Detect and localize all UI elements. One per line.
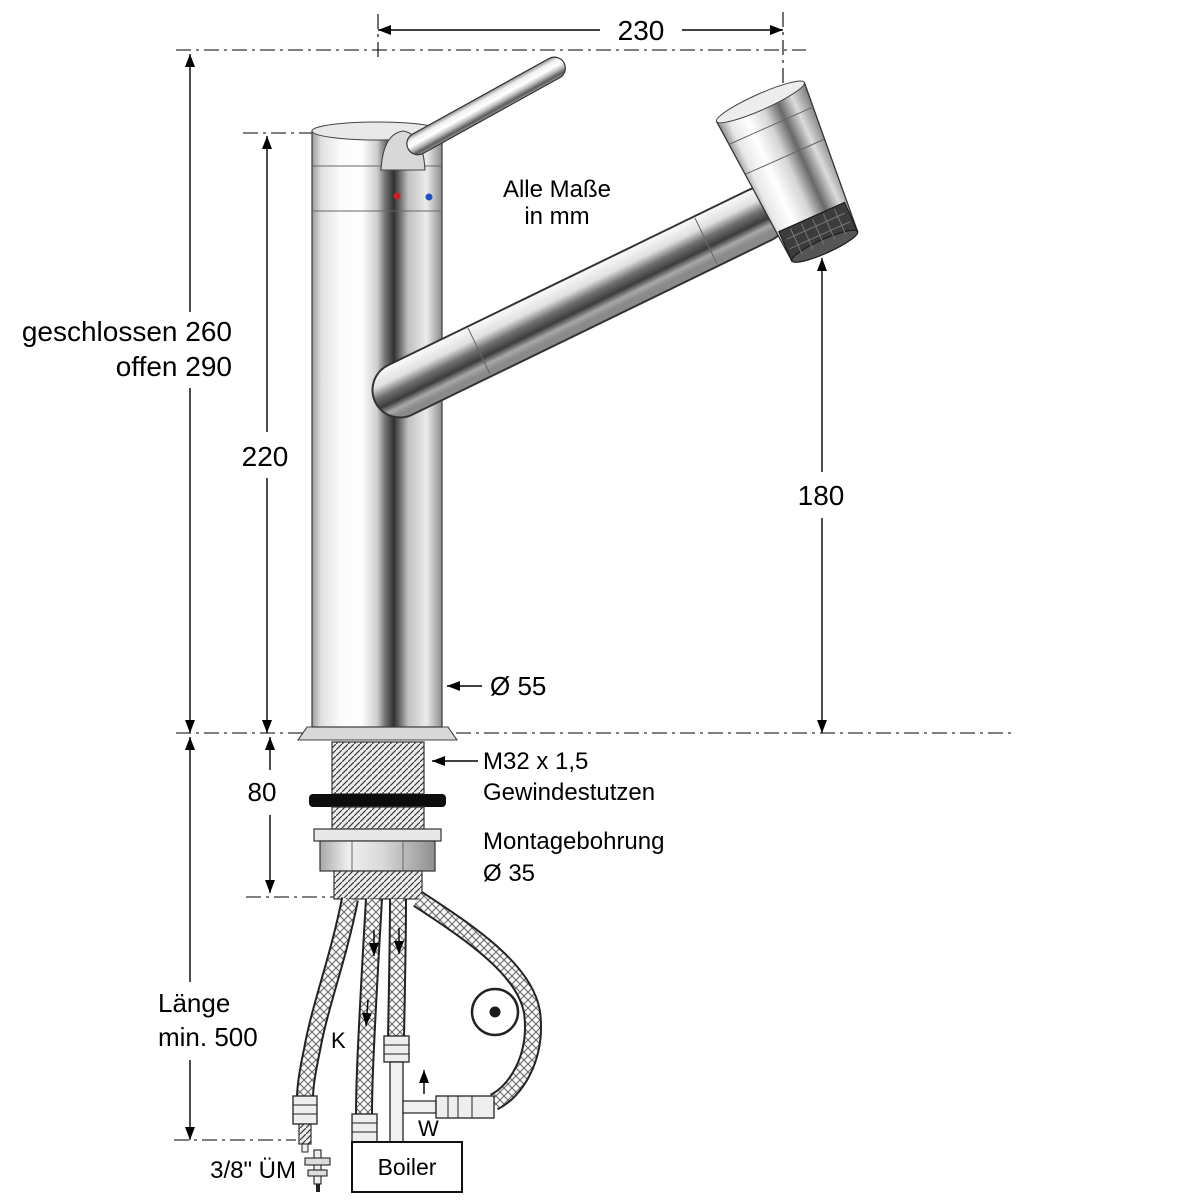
warm-label: W — [418, 1116, 439, 1141]
dimension-220: 220 — [242, 136, 289, 733]
hole-label-line2: Ø 35 — [483, 860, 535, 887]
hose-cold-to-boiler — [355, 898, 383, 1117]
dim-dia55-label: Ø 55 — [490, 671, 546, 701]
base-flange — [296, 726, 459, 741]
annotation-mounting-hole: Montagebohrung Ø 35 — [483, 828, 664, 887]
fitting-size-label: 3/8" ÜM — [210, 1157, 296, 1184]
boiler-box — [351, 1141, 463, 1193]
cold-label: K — [331, 1028, 346, 1053]
spray-head-joint — [745, 138, 825, 175]
mounting-nut — [319, 840, 436, 872]
spout-seam-upper — [694, 217, 718, 265]
cold-water-marker — [425, 193, 433, 201]
faucet — [296, 56, 859, 741]
aerator-grid — [786, 208, 851, 255]
hose-warm-from-boiler — [387, 898, 407, 1039]
threaded-shank-upper — [331, 741, 425, 795]
dimension-dia-55: Ø 55 — [447, 671, 546, 701]
boiler-label: Boiler — [378, 1154, 437, 1180]
pullout-spray-hose — [413, 891, 542, 1111]
supply-hoses — [296, 891, 542, 1117]
hole-label-line1: Montagebohrung — [483, 828, 664, 855]
spout-seam-lower — [467, 327, 491, 375]
annotation-thread: M32 x 1,5 Gewindestutzen — [432, 748, 655, 806]
thread-label-line2: Gewindestutzen — [483, 779, 655, 806]
faucet-body — [311, 130, 443, 728]
flow-arrows — [362, 928, 429, 1094]
hose-length-line1: Länge — [158, 988, 230, 1018]
reference-lines — [174, 12, 1012, 1141]
boiler-riser-pipe — [389, 1061, 404, 1143]
spray-head — [715, 80, 859, 263]
fitting-warm — [383, 1035, 410, 1143]
units-note-line1: Alle Maße — [503, 176, 611, 203]
dimension-hose-length: Länge min. 500 — [158, 737, 258, 1140]
dim-230-label: 230 — [618, 15, 665, 46]
spray-head-collar — [728, 106, 814, 145]
fitting-spray-hose — [402, 1095, 495, 1119]
dim-80-label: 80 — [248, 777, 277, 807]
boiler: Boiler — [351, 1141, 463, 1193]
dim-220-label: 220 — [242, 441, 289, 472]
base-gasket — [309, 794, 446, 807]
spray-head-cap — [715, 80, 805, 124]
dimension-height-overall: geschlossen 260 offen 290 — [22, 54, 232, 733]
dim-180-label: 180 — [798, 480, 845, 511]
dimension-230: 230 — [378, 15, 783, 46]
threaded-shank-lower — [333, 870, 423, 900]
handle-lever — [406, 56, 566, 156]
units-note: Alle Maße in mm — [503, 176, 611, 230]
units-note-line2: in mm — [524, 203, 589, 230]
fittings — [292, 1035, 495, 1153]
mounting-washer — [313, 828, 442, 842]
hose-cold-supply — [296, 897, 359, 1099]
hose-guide-roller — [470, 987, 520, 1037]
dimension-180: 180 — [798, 258, 845, 733]
dim-closed-label: geschlossen 260 — [22, 316, 232, 347]
threaded-shank-middle — [331, 806, 425, 830]
dim-open-label: offen 290 — [116, 351, 232, 382]
fitting-cold-supply — [292, 1095, 318, 1153]
thread-label-line1: M32 x 1,5 — [483, 748, 588, 775]
fitting-cold-to-boiler — [351, 1113, 378, 1143]
flow-arrow-down-3 — [362, 999, 372, 1027]
roller-pin — [489, 1006, 501, 1018]
mounting-assembly — [309, 741, 446, 900]
dimension-80: 80 — [248, 737, 277, 893]
fitting-symbol — [304, 1149, 331, 1192]
spout — [371, 186, 789, 419]
hose-length-line2: min. 500 — [158, 1022, 258, 1052]
hot-water-marker — [393, 192, 401, 200]
